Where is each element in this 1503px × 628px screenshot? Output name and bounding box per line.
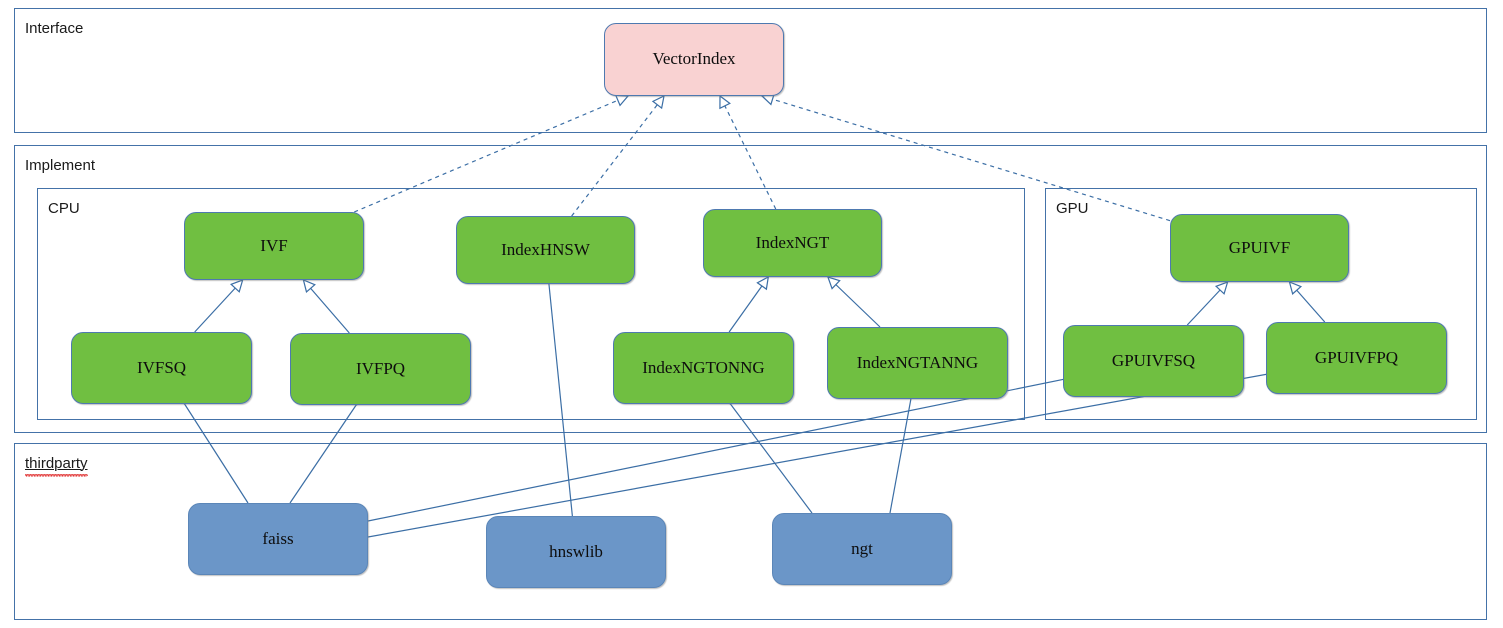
node-gpuivfsq[interactable]: GPUIVFSQ xyxy=(1063,325,1244,397)
node-label-ivf: IVF xyxy=(260,235,288,255)
node-ngt[interactable]: ngt xyxy=(772,513,952,585)
node-label-vectorindex: VectorIndex xyxy=(652,49,736,69)
node-indexngtonng[interactable]: IndexNGTONNG xyxy=(613,332,794,404)
frame-label-interface: Interface xyxy=(25,20,84,37)
node-label-indexngtonng: IndexNGTONNG xyxy=(642,357,765,377)
node-label-indexngtanng: IndexNGTANNG xyxy=(856,352,979,372)
node-vectorindex[interactable]: VectorIndex xyxy=(604,23,784,96)
node-indexhnsw[interactable]: IndexHNSW xyxy=(456,216,635,284)
node-ivfsq[interactable]: IVFSQ xyxy=(71,332,252,404)
frame-label-thirdparty: thirdparty xyxy=(25,456,88,477)
node-indexngtanng[interactable]: IndexNGTANNG xyxy=(827,327,1008,399)
node-label-ngt: ngt xyxy=(851,538,873,558)
node-label-indexngt: IndexNGT xyxy=(755,232,830,252)
node-label-ivfsq: IVFSQ xyxy=(136,357,187,377)
frame-label-gpu: GPU xyxy=(1056,200,1089,217)
node-ivf[interactable]: IVF xyxy=(184,212,364,280)
node-hnswlib[interactable]: hnswlib xyxy=(486,516,666,588)
node-label-faiss: faiss xyxy=(262,528,294,548)
node-label-ivfpq: IVFPQ xyxy=(355,358,406,378)
node-gpuivf[interactable]: GPUIVF xyxy=(1170,214,1349,282)
node-gpuivfpq[interactable]: GPUIVFPQ xyxy=(1266,322,1447,394)
node-faiss[interactable]: faiss xyxy=(188,503,368,575)
node-label-hnswlib: hnswlib xyxy=(549,541,603,561)
node-label-gpuivfpq: GPUIVFPQ xyxy=(1314,347,1399,367)
frame-label-implement: Implement xyxy=(25,157,96,174)
node-indexngt[interactable]: IndexNGT xyxy=(703,209,882,277)
node-label-indexhnsw: IndexHNSW xyxy=(501,239,590,259)
frame-label-cpu: CPU xyxy=(48,200,80,217)
node-label-gpuivf: GPUIVF xyxy=(1228,237,1291,257)
node-ivfpq[interactable]: IVFPQ xyxy=(290,333,471,405)
node-label-gpuivfsq: GPUIVFSQ xyxy=(1111,350,1196,370)
